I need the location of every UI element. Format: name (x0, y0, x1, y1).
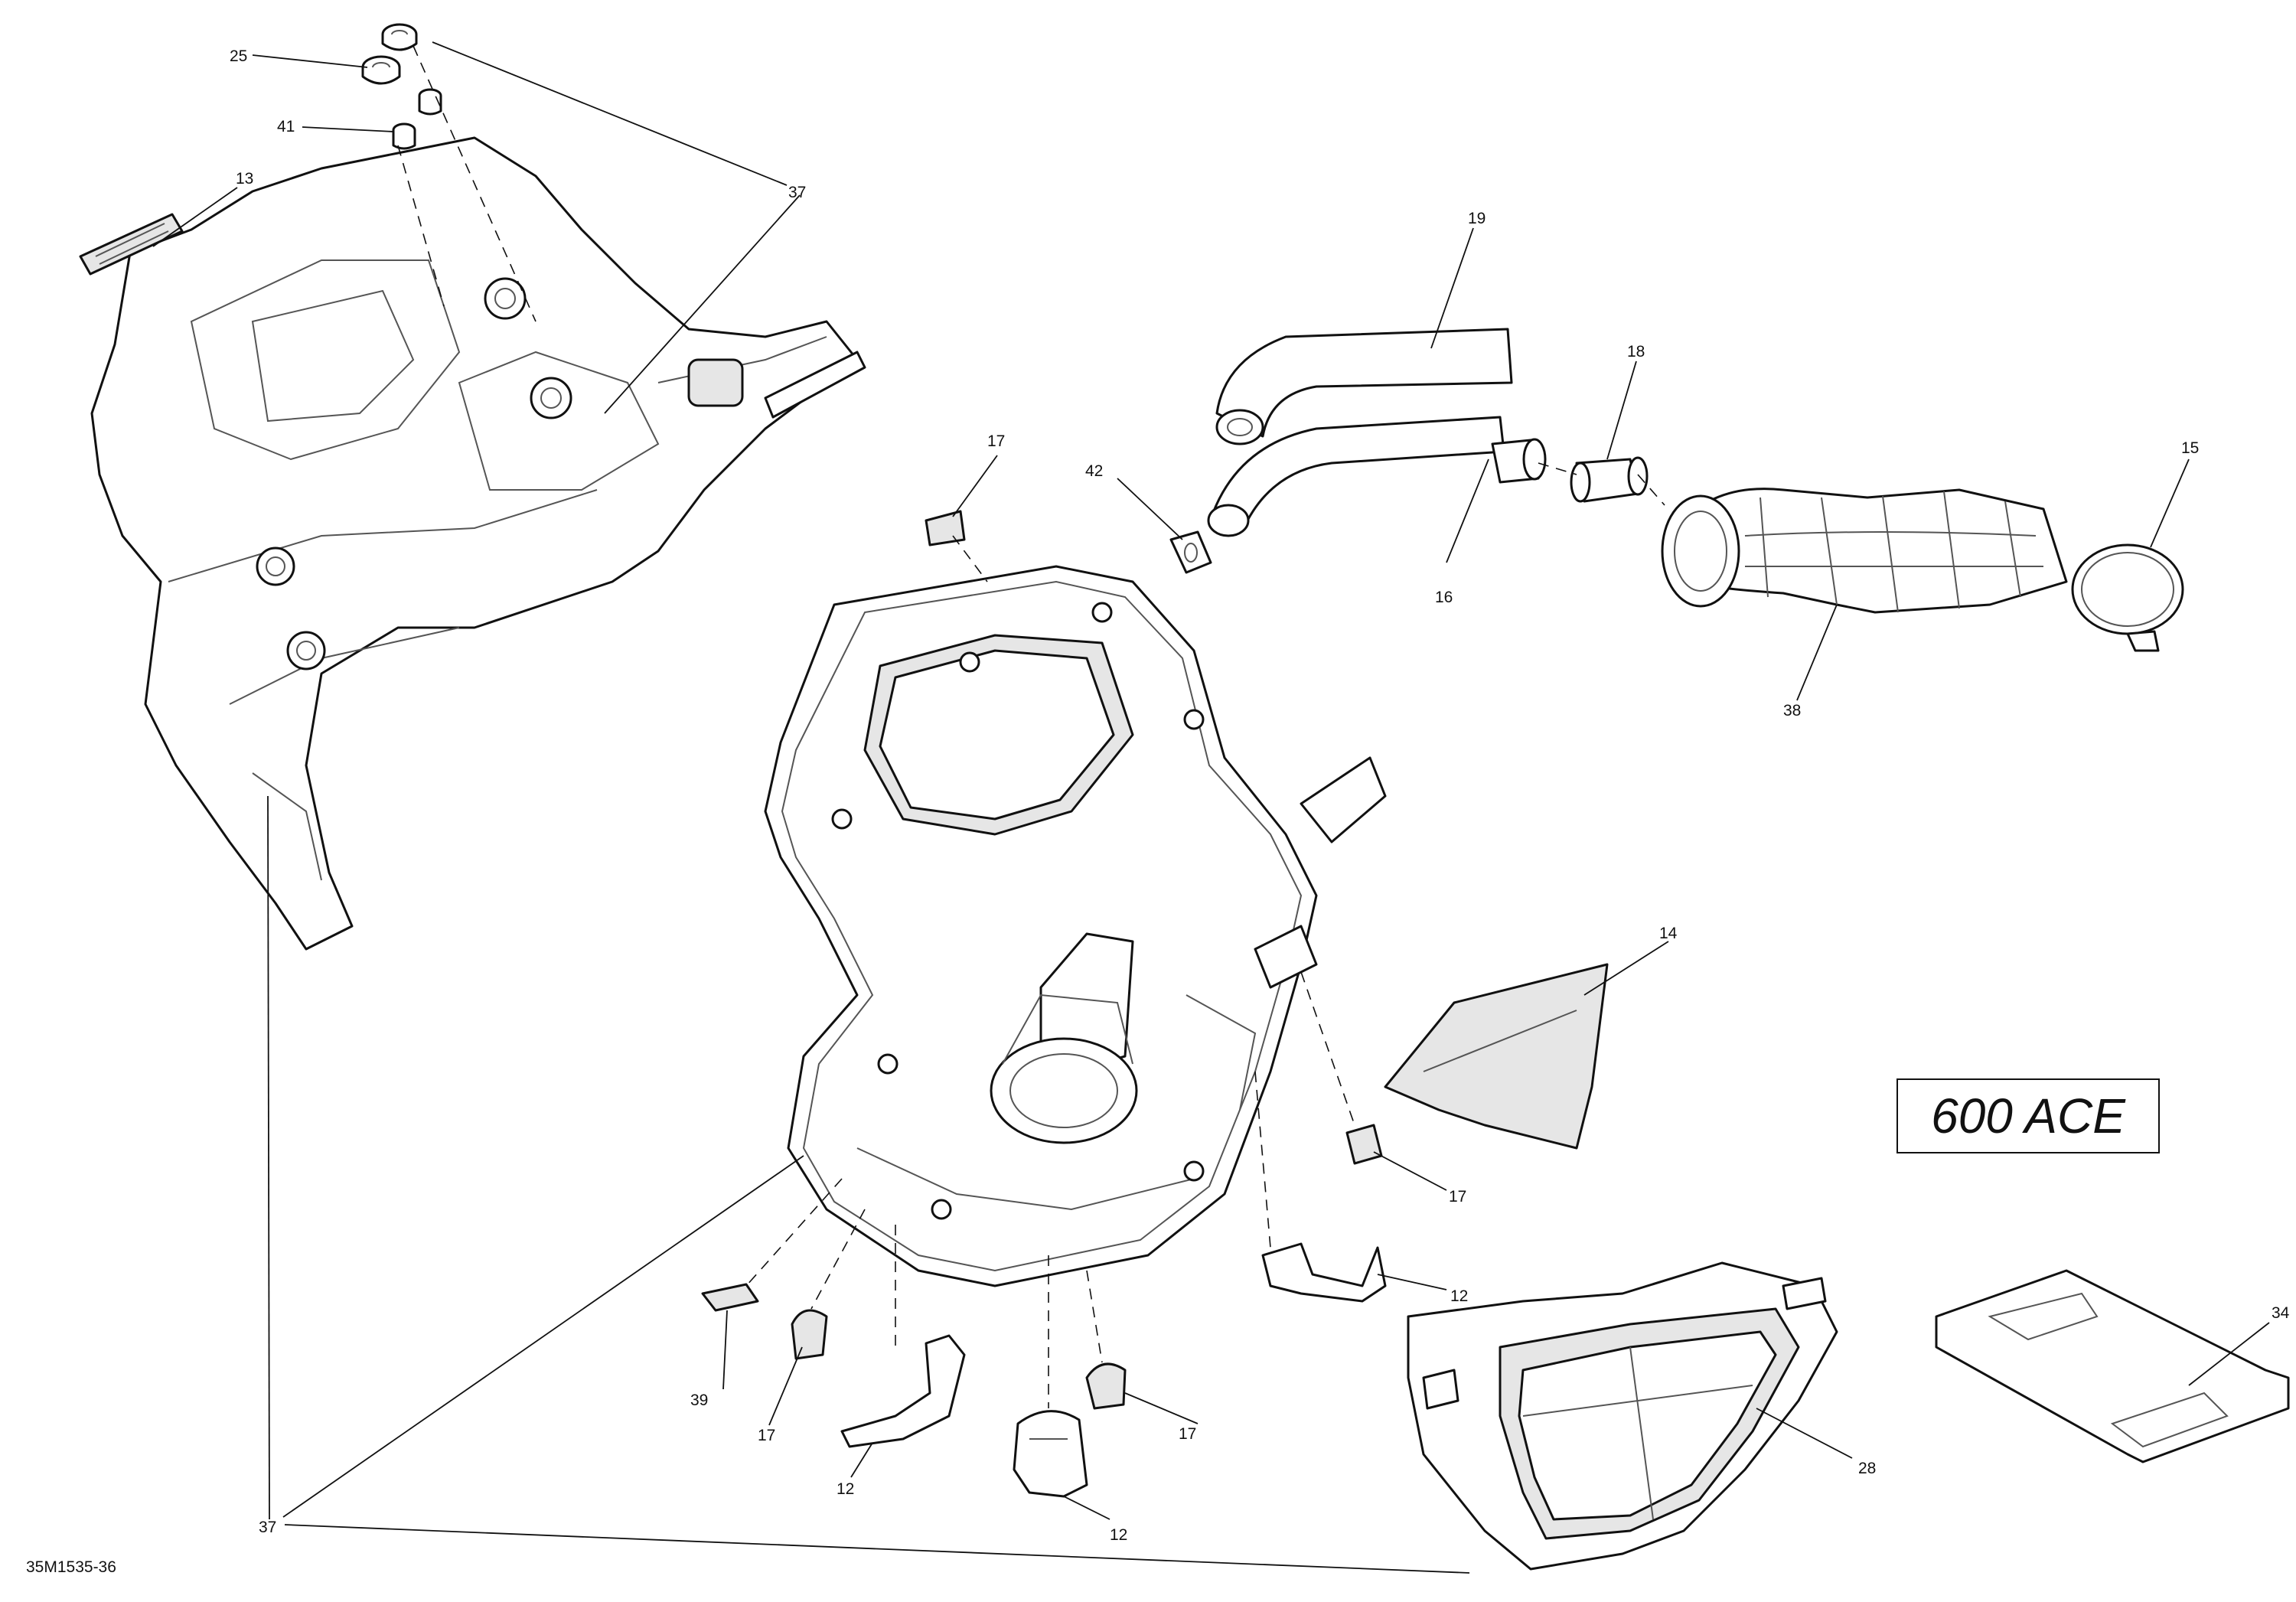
callout-12-a: 12 (1450, 1287, 1468, 1305)
hose-part-19 (1215, 328, 1513, 445)
callout-25: 25 (230, 47, 247, 65)
pad-part-39 (701, 1283, 759, 1312)
callout-39: 39 (690, 1392, 708, 1409)
model-label: 600 ACE (1896, 1078, 2160, 1153)
clip-part-17-d (1085, 1362, 1127, 1410)
assembly-dashed-lines (397, 45, 1665, 1408)
clip-part-17-a (925, 510, 966, 547)
clamp-part-15 (2071, 543, 2184, 652)
upper-frame-part (90, 136, 866, 951)
callout-18: 18 (1627, 343, 1645, 361)
airbox-body-part (764, 565, 1387, 1287)
callout-labels: 25 41 13 37 19 18 15 17 42 16 38 14 17 1… (230, 47, 2290, 1544)
callout-42: 42 (1085, 462, 1103, 480)
callout-38: 38 (1783, 702, 1801, 719)
callout-34: 34 (2272, 1304, 2290, 1322)
callout-12-c: 12 (1110, 1526, 1127, 1544)
callout-19: 19 (1468, 210, 1486, 227)
callout-16: 16 (1435, 589, 1453, 606)
foam-part-14 (1384, 963, 1609, 1150)
callout-41: 41 (277, 118, 295, 135)
callout-17-c: 17 (758, 1427, 775, 1444)
fitting-part-18 (1570, 456, 1649, 503)
callout-17-d: 17 (1179, 1425, 1196, 1443)
callout-15: 15 (2181, 439, 2199, 457)
bracket-part-12-a (1261, 1242, 1387, 1303)
intake-duct-part-38 (1661, 488, 2068, 614)
clip-part-17-b (1345, 1124, 1383, 1165)
grommet-part-25 (361, 23, 418, 85)
callout-37-bottom: 37 (259, 1519, 276, 1536)
callout-37-top: 37 (788, 184, 806, 201)
callout-17-a: 17 (987, 432, 1005, 450)
callout-14: 14 (1659, 925, 1678, 942)
connector-part-42 (1169, 530, 1212, 574)
hose-part-16 (1207, 416, 1547, 537)
callout-12-b: 12 (837, 1480, 854, 1498)
bracket-part-12-c (1013, 1410, 1088, 1498)
callout-13: 13 (236, 170, 253, 188)
leader-lines (152, 41, 2270, 1574)
clip-part-17-c (791, 1309, 828, 1360)
bracket-part-12-b (840, 1334, 966, 1448)
plate-part-34 (1935, 1269, 2290, 1463)
drawing-code: 35M1535-36 (26, 1558, 116, 1576)
plug-part-41 (392, 88, 442, 150)
callout-28: 28 (1858, 1460, 1876, 1477)
airbox-cover-part-28 (1407, 1261, 1838, 1571)
decal-part-13 (79, 213, 184, 276)
callout-17-b: 17 (1449, 1188, 1466, 1206)
